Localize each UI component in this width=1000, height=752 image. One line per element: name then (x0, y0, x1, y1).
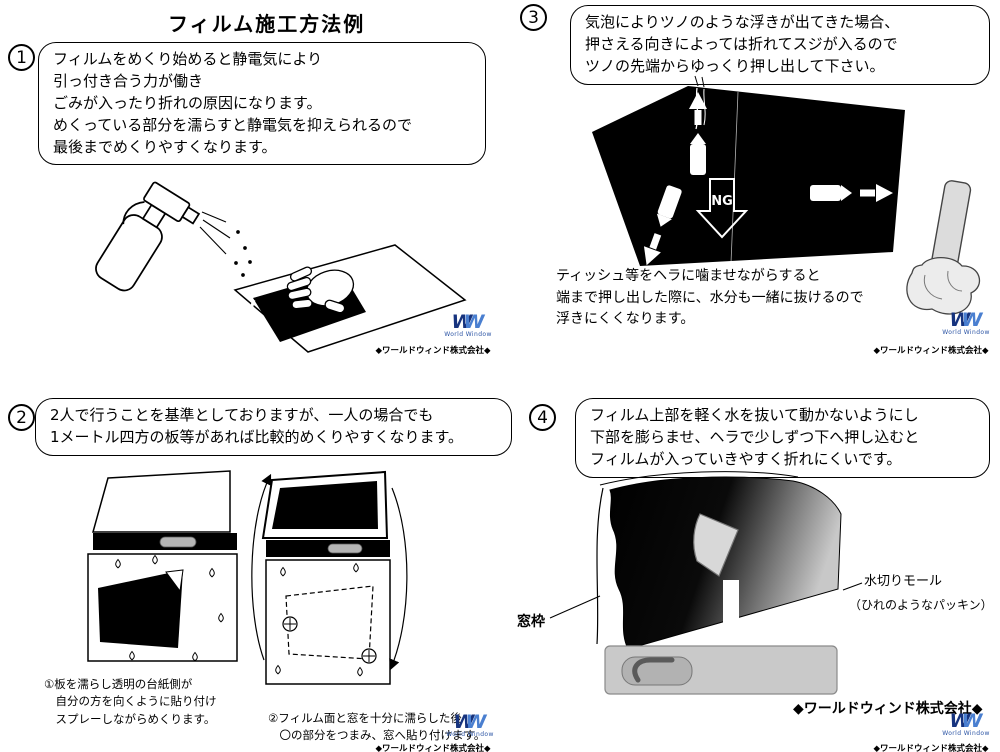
spray-peel-illustration (95, 181, 467, 353)
instruction-bubble-4: フィルム上部を軽く水を抜いて動かないようにし 下部を膨らませ、ヘラで少しずつ下へ… (575, 398, 990, 478)
page-title: フィルム施工方法例 (168, 12, 366, 36)
bubble-line: 気泡によりツノのような浮きが出てきた場合、 (585, 13, 900, 31)
ww-logo: WW World Window (941, 309, 991, 337)
bubble-line: ツノの先端からゆっくり押し出して下さい。 (585, 56, 885, 75)
bubble-line: 引っ付き合う力が働き (53, 71, 204, 90)
callout-line-molding (842, 582, 863, 591)
hand-icon (286, 266, 355, 314)
ww-logo-subtext: World Window (942, 730, 990, 738)
bubble-line: めくっている部分を濡らすと静電気を抑えられるので (53, 115, 412, 134)
bubble-pushout-illustration: NG (592, 75, 981, 315)
bubble-line: フィルムをめくり始めると静電気により (53, 50, 323, 68)
ng-arrow-icon (695, 178, 749, 239)
film-sheet (233, 244, 467, 353)
caption-line: ①板を濡らし透明の台紙側が (44, 677, 193, 691)
tinted-film (592, 86, 905, 266)
pinch-marker-icon (361, 648, 377, 664)
spray-bottle-icon (95, 181, 201, 292)
bubble-line: 下部を膨らませ、ヘラで少しずつ下へ押し込むと (590, 427, 920, 446)
company-name: ◆ワールドウィンド株式会社◆ (873, 346, 989, 356)
note-line: 端まで押し出した際に、水分も一緒に抜けるので (556, 289, 864, 306)
pinch-marker-icon (282, 616, 298, 632)
bubble-line: 1メートル四方の板等があれば比較的めくりやすくなります。 (50, 427, 464, 446)
panel-step1 (87, 470, 238, 662)
caption-step1: ①板を濡らし透明の台紙側が 自分の方を向くように貼り付け スプレーしながらめくり… (44, 676, 217, 728)
window-frame-top (599, 471, 799, 486)
step-number-3: 3 (520, 4, 547, 31)
instruction-bubble-1: フィルムをめくり始めると静電気により 引っ付き合う力が働き ごみが入ったり折れの… (38, 42, 486, 166)
caption-step2: ②フィルム面と窓を十分に濡らした後 〇の部分をつまみ、窓へ貼り付けます。 (268, 710, 485, 745)
company-name: ◆ワールドウィンド株式会社◆ (375, 744, 491, 752)
down-arrow-icon (711, 580, 751, 652)
ww-logo: WW World Window (941, 710, 991, 738)
bubble-line: ごみが入ったり折れの原因になります。 (53, 93, 322, 112)
window-frame-edge (596, 487, 604, 645)
bubble-line: 2人で行うことを基準としておりますが、一人の場合でも (50, 406, 434, 424)
step-number-1: 1 (8, 44, 35, 71)
squeegee-icon (693, 513, 739, 577)
bubble-line: 最後までめくりやすくなります。 (53, 137, 277, 156)
bubble-line: 押さえる向きによっては折れてスジが入るので (585, 34, 898, 53)
label-window-frame: 窓枠 (517, 614, 545, 630)
flip-arrow-right (389, 487, 408, 671)
instruction-bubble-3: 気泡によりツノのような浮きが出てきた場合、 押さえる向きによっては折れてスジが入… (570, 5, 990, 85)
instruction-bubble-2: 2人で行うことを基準としておりますが、一人の場合でも 1メートル四方の板等があれ… (35, 398, 512, 456)
note-line: 浮きにくくなります。 (556, 311, 695, 328)
spray-mist (199, 211, 252, 277)
car-door-illustration (549, 471, 863, 695)
callout-line-frame (549, 595, 601, 619)
ww-logo-subtext: World Window (942, 329, 990, 337)
ww-logo-mark: WW (949, 710, 983, 732)
ng-label: NG (711, 194, 733, 209)
bubble-line: フィルム上部を軽く水を抜いて動かないようにし (590, 406, 919, 424)
company-name: ◆ワールドウィンド株式会社◆ (375, 346, 491, 356)
tissue-squeegee-icon (906, 180, 981, 315)
door-panels-illustration (87, 470, 408, 685)
tinted-film-gradient (609, 476, 842, 650)
tissue-note: ティッシュ等をヘラに噛ませながらすると 端まで押し出した際に、水分も一緒に抜ける… (556, 266, 864, 331)
ww-logo-subtext: World Window (446, 731, 494, 739)
flip-arrow-left (251, 473, 272, 661)
company-name: ◆ワールドウィンド株式会社◆ (873, 744, 989, 752)
step-number-2: 2 (8, 404, 35, 431)
panel-step2 (251, 470, 408, 685)
ww-logo-mark: WW (451, 311, 485, 333)
caption-line: スプレーしながらめくります。 (44, 711, 216, 726)
ww-logo-mark: WW (949, 309, 983, 331)
caption-line: 〇の部分をつまみ、窓へ貼り付けます。 (268, 728, 486, 743)
ww-logo: WW World Window (443, 311, 493, 339)
label-molding-sub: （ひれのようなパッキン） (849, 598, 993, 612)
note-line: ティッシュ等をヘラに噛ませながらすると (556, 268, 821, 284)
company-name-large: ◆ワールドウィンド株式会社◆ (793, 701, 983, 717)
caption-line: 自分の方を向くように貼り付け (44, 694, 217, 709)
ww-logo-mark: WW (453, 711, 487, 733)
label-molding: 水切りモール (864, 574, 943, 589)
bubble-line: フィルムが入っていきやすく折れにくいです。 (590, 449, 902, 468)
ww-logo-subtext: World Window (444, 331, 492, 339)
caption-line: ②フィルム面と窓を十分に濡らした後 (268, 711, 462, 725)
step-number-4: 4 (529, 404, 556, 431)
ww-logo: WW World Window (445, 711, 495, 739)
